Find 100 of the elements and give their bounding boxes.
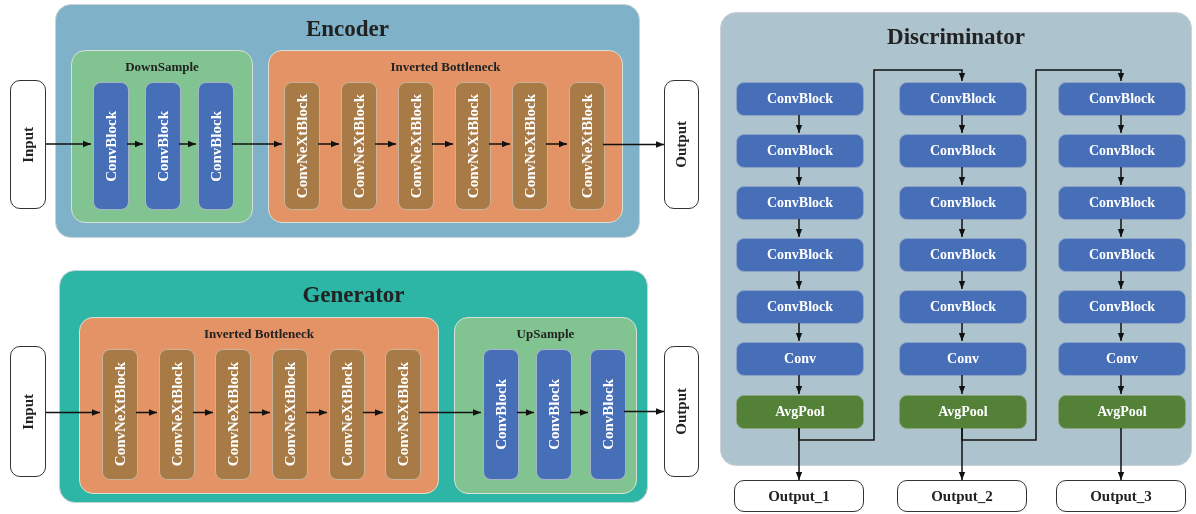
output-box: Output_2	[897, 480, 1027, 512]
convnextblock-box: ConvNeXtBlock	[569, 82, 605, 210]
output-box: Output	[664, 346, 699, 477]
output-box: Output_3	[1056, 480, 1186, 512]
panel-title: Generator	[301, 283, 406, 306]
downsample-panel	[71, 50, 253, 223]
arrow	[135, 409, 158, 416]
panel-title: Encoder	[304, 17, 391, 40]
arrow	[795, 270, 803, 290]
convblock-box: ConvBlock	[736, 82, 864, 116]
panel-heading: DownSample	[124, 60, 200, 73]
arrow	[958, 218, 966, 238]
convblock-box: ConvBlock	[736, 134, 864, 168]
convnextblock-box: ConvNeXtBlock	[329, 349, 365, 480]
convnextblock-box: ConvNeXtBlock	[341, 82, 377, 210]
arrow	[1117, 427, 1125, 481]
convnextblock-box: ConvNeXtBlock	[102, 349, 138, 480]
input-box: Input	[10, 80, 46, 209]
convnextblock-box: ConvNeXtBlock	[215, 349, 251, 480]
arrow	[795, 374, 803, 395]
arrow	[1117, 166, 1125, 186]
generator-panel	[59, 270, 648, 503]
upsample-panel	[454, 317, 637, 494]
arrow	[431, 140, 454, 148]
output-box: Output	[664, 80, 699, 209]
arrow	[958, 270, 966, 290]
arrow	[45, 140, 92, 148]
convblock-box: ConvBlock	[590, 349, 626, 480]
arrow	[795, 218, 803, 238]
arrow	[961, 69, 1125, 441]
arrow	[317, 140, 340, 148]
arrow	[1117, 374, 1125, 395]
arrow	[1117, 218, 1125, 238]
conv-box: Conv	[736, 342, 864, 376]
arrow	[545, 140, 568, 148]
convnextblock-box: ConvNeXtBlock	[455, 82, 491, 210]
arrow	[795, 114, 803, 134]
convblock-box: ConvBlock	[483, 349, 519, 480]
convblock-box: ConvBlock	[1058, 186, 1186, 220]
arrow	[958, 322, 966, 342]
convblock-box: ConvBlock	[93, 82, 129, 210]
inverted-bottleneck-panel	[79, 317, 439, 494]
convnextblock-box: ConvNeXtBlock	[159, 349, 195, 480]
convblock-box: ConvBlock	[899, 82, 1027, 116]
convblock-box: ConvBlock	[1058, 238, 1186, 272]
panel-heading: Inverted Bottleneck	[202, 327, 316, 340]
arrow	[516, 409, 535, 416]
panel-title: Discriminator	[886, 25, 1026, 48]
arrow	[488, 140, 511, 148]
convblock-box: ConvBlock	[536, 349, 572, 480]
convblock-box: ConvBlock	[1058, 290, 1186, 324]
arrow	[178, 140, 197, 148]
arrow	[958, 114, 966, 134]
convblock-box: ConvBlock	[198, 82, 234, 210]
convblock-box: ConvBlock	[736, 238, 864, 272]
arrow	[958, 166, 966, 186]
arrow	[45, 409, 101, 416]
convblock-box: ConvBlock	[145, 82, 181, 210]
output-box: Output_1	[734, 480, 864, 512]
convblock-box: ConvBlock	[736, 186, 864, 220]
convblock-box: ConvBlock	[899, 134, 1027, 168]
arrow	[798, 69, 966, 441]
convblock-box: ConvBlock	[899, 290, 1027, 324]
panel-heading: UpSample	[515, 327, 576, 340]
discriminator-panel	[720, 12, 1192, 466]
convnextblock-box: ConvNeXtBlock	[284, 82, 320, 210]
arrow	[248, 409, 271, 416]
inverted-bottleneck-panel	[268, 50, 623, 223]
arrow	[231, 140, 283, 148]
panel-heading: Inverted Bottleneck	[389, 60, 502, 73]
convblock-box: ConvBlock	[1058, 82, 1186, 116]
arrow	[602, 141, 665, 148]
convnextblock-box: ConvNeXtBlock	[272, 349, 308, 480]
arrow	[192, 409, 214, 416]
avgpool-box: AvgPool	[736, 395, 864, 429]
convblock-box: ConvBlock	[899, 238, 1027, 272]
arrow	[623, 408, 665, 415]
arrow	[1117, 322, 1125, 342]
convblock-box: ConvBlock	[899, 186, 1027, 220]
arrow	[958, 374, 966, 395]
arrow	[374, 140, 397, 148]
arrow	[305, 409, 328, 416]
arrow	[569, 409, 589, 416]
convblock-box: ConvBlock	[1058, 134, 1186, 168]
arrow	[795, 322, 803, 342]
arrow	[418, 409, 482, 416]
convblock-box: ConvBlock	[736, 290, 864, 324]
avgpool-box: AvgPool	[1058, 395, 1186, 429]
convnextblock-box: ConvNeXtBlock	[385, 349, 421, 480]
convnextblock-box: ConvNeXtBlock	[398, 82, 434, 210]
avgpool-box: AvgPool	[899, 395, 1027, 429]
convnextblock-box: ConvNeXtBlock	[512, 82, 548, 210]
conv-box: Conv	[899, 342, 1027, 376]
arrow	[1117, 114, 1125, 134]
encoder-panel	[55, 4, 640, 238]
arrow	[1117, 270, 1125, 290]
arrow	[362, 409, 384, 416]
arrow	[795, 166, 803, 186]
arrow	[126, 140, 144, 148]
input-box: Input	[10, 346, 46, 477]
